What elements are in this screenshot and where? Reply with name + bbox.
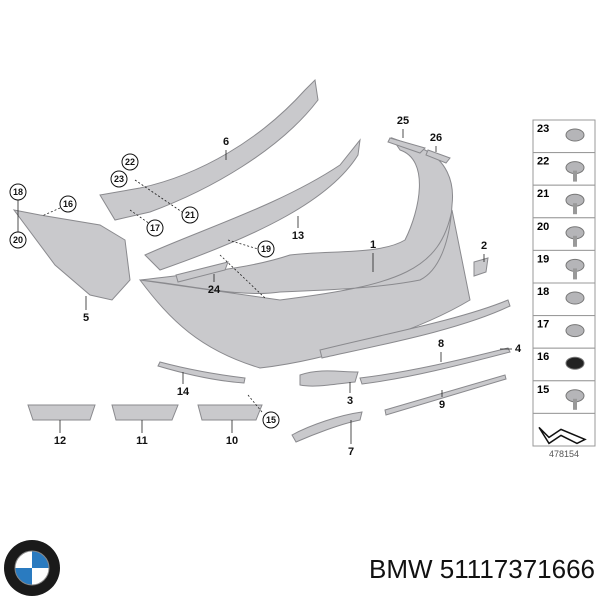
callout-label-16: 16 bbox=[63, 199, 73, 209]
legend-cell bbox=[532, 119, 596, 154]
legend-label-15: 15 bbox=[537, 384, 549, 396]
exhaust-trim-11 bbox=[111, 404, 179, 421]
part-label-5: 5 bbox=[83, 312, 89, 324]
exhaust-trim-12 bbox=[27, 404, 96, 421]
part-label-8: 8 bbox=[438, 338, 444, 350]
legend-label-22: 22 bbox=[537, 156, 549, 168]
callout-circle bbox=[9, 183, 27, 201]
callout-label-15: 15 bbox=[266, 415, 276, 425]
part-label-26: 26 bbox=[430, 132, 442, 144]
callout-circle bbox=[181, 206, 199, 224]
callout-circle bbox=[257, 240, 275, 258]
legend-label-23: 23 bbox=[537, 123, 549, 135]
part-label-3: 3 bbox=[347, 395, 353, 407]
fastener-icon bbox=[565, 324, 585, 338]
legend-cell bbox=[532, 217, 596, 251]
callout-circle bbox=[59, 195, 77, 213]
legend-cell bbox=[532, 380, 596, 414]
part-label-6: 6 bbox=[223, 136, 229, 148]
callout-label-18: 18 bbox=[13, 187, 23, 197]
callout-circle bbox=[110, 170, 128, 188]
side-bracket bbox=[12, 209, 131, 301]
legend-label-18: 18 bbox=[537, 286, 549, 298]
part-label-13: 13 bbox=[292, 230, 304, 242]
callout-label-22: 22 bbox=[125, 157, 135, 167]
part-label-2: 2 bbox=[481, 240, 487, 252]
callout-circle bbox=[121, 153, 139, 171]
trim-9 bbox=[384, 374, 507, 416]
exhaust-trim-10 bbox=[197, 404, 263, 421]
bracket-24 bbox=[175, 261, 229, 283]
part-caption: BMW 51117371666 bbox=[369, 554, 595, 584]
callout-circle bbox=[9, 231, 27, 249]
legend-cell bbox=[532, 249, 596, 284]
fastener-icon bbox=[565, 128, 585, 142]
legend-cell bbox=[532, 184, 596, 219]
part-label-11: 11 bbox=[136, 435, 148, 447]
legend-label-19: 19 bbox=[537, 253, 549, 265]
bumper-carrier bbox=[144, 138, 361, 271]
trim-7 bbox=[291, 411, 363, 443]
trim-3 bbox=[299, 370, 359, 387]
part-label-7: 7 bbox=[348, 446, 354, 458]
part-label-10: 10 bbox=[226, 435, 238, 447]
arrow-icon bbox=[538, 426, 587, 445]
callout-label-20: 20 bbox=[13, 235, 23, 245]
callout-circle bbox=[146, 219, 164, 237]
part-label-25: 25 bbox=[397, 115, 409, 127]
part-label-14: 14 bbox=[177, 386, 190, 398]
legend-label-16: 16 bbox=[537, 351, 549, 363]
strip-25 bbox=[387, 137, 426, 154]
part-label-4: 4 bbox=[515, 343, 522, 355]
callout-label-23: 23 bbox=[114, 174, 124, 184]
callout-label-21: 21 bbox=[185, 210, 195, 220]
fastener-icon bbox=[565, 291, 585, 305]
part-label-9: 9 bbox=[439, 399, 445, 411]
callout-label-19: 19 bbox=[261, 244, 271, 254]
legend-label-21: 21 bbox=[537, 188, 549, 200]
upper-bracket bbox=[99, 78, 319, 221]
callout-label-17: 17 bbox=[150, 223, 160, 233]
trim-4 bbox=[319, 299, 511, 359]
reflector-2 bbox=[473, 257, 489, 277]
legend-cell bbox=[532, 412, 596, 447]
fastener-icon bbox=[565, 356, 585, 370]
legend-cell bbox=[532, 347, 596, 382]
fastener-legend: 23 22 21 20 19 18 17 16 15 bbox=[532, 119, 596, 447]
legend-label-20: 20 bbox=[537, 221, 549, 233]
trim-8 bbox=[359, 347, 511, 385]
legend-cell bbox=[532, 315, 596, 349]
part-label-1: 1 bbox=[370, 239, 376, 251]
part-label-24: 24 bbox=[208, 284, 221, 296]
legend-cell bbox=[532, 282, 596, 317]
callout-circle bbox=[262, 411, 280, 429]
trim-14 bbox=[157, 361, 246, 384]
drawing-code: 478154 bbox=[548, 449, 580, 459]
part-label-12: 12 bbox=[54, 435, 66, 447]
strip-26 bbox=[425, 149, 451, 164]
bmw-logo bbox=[4, 540, 60, 596]
legend-label-17: 17 bbox=[537, 319, 549, 331]
